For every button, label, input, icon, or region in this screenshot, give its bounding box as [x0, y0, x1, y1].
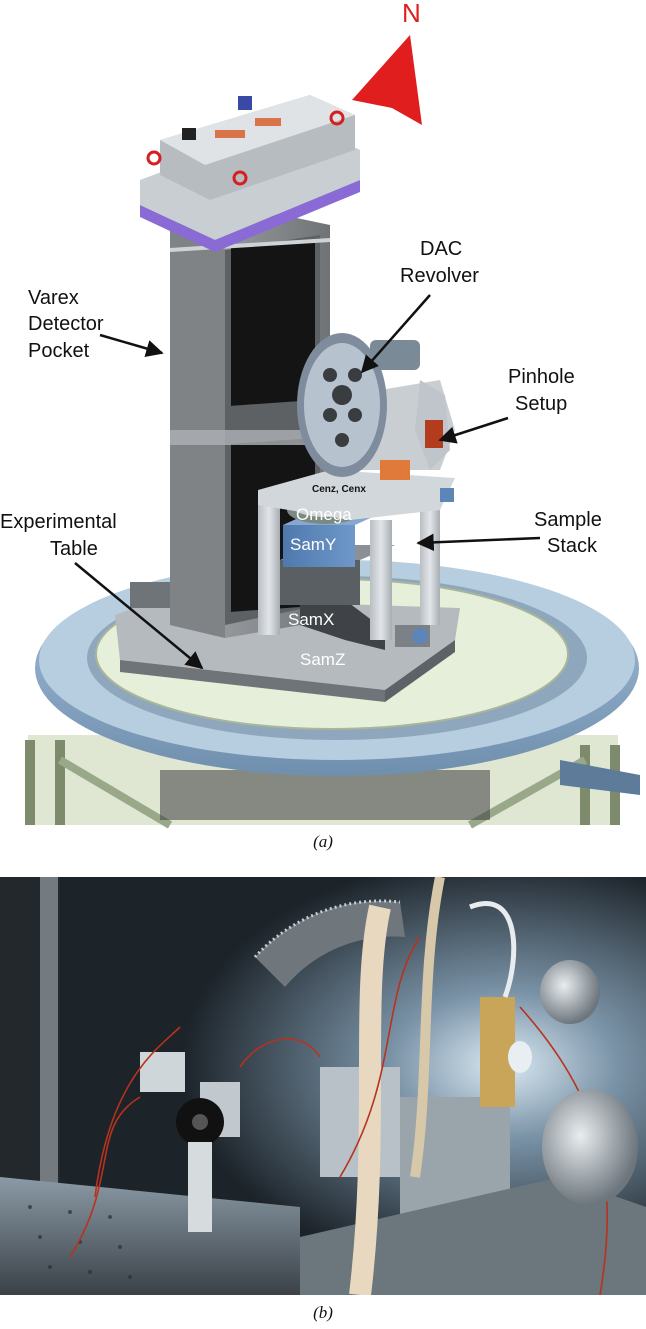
sample-label-line2: Stack — [547, 535, 598, 557]
experimental-callout: Experimental Table — [0, 511, 204, 670]
cenz-cenx-label: Cenz, Cenx — [312, 484, 366, 495]
omega-label: Omega — [296, 505, 352, 524]
detector-head — [140, 95, 360, 252]
varex-label-line3: Pocket — [28, 340, 90, 362]
sample-stack-callout: Sample Stack — [416, 509, 602, 557]
pinhole-label-line2: Setup — [515, 393, 567, 415]
pinhole-callout: Pinhole Setup — [438, 366, 575, 444]
caption-b: (b) — [313, 1303, 333, 1322]
sample-stack — [258, 470, 455, 650]
north-arrow: N — [352, 0, 422, 125]
experimental-label-line1: Experimental — [0, 511, 117, 533]
north-label: N — [402, 0, 421, 28]
experimental-label-line2: Table — [50, 538, 98, 560]
varex-label-line2: Detector — [28, 313, 104, 335]
photograph — [0, 877, 646, 1295]
samy-label: SamY — [290, 535, 336, 554]
dac-revolver-callout: DAC Revolver — [360, 238, 479, 374]
pinhole-label-line1: Pinhole — [508, 366, 575, 388]
dac-label-line1: DAC — [420, 238, 462, 260]
caption-a: (a) — [313, 832, 333, 851]
varex-callout: Varex Detector Pocket — [28, 287, 164, 362]
dac-label-line2: Revolver — [400, 265, 479, 287]
cad-rendering: N Cenz, Cenx Omega Sam — [0, 0, 640, 829]
samz-label: SamZ — [300, 650, 345, 669]
varex-label-line1: Varex — [28, 287, 79, 309]
sample-label-line1: Sample — [534, 509, 602, 531]
samx-label: SamX — [288, 610, 334, 629]
